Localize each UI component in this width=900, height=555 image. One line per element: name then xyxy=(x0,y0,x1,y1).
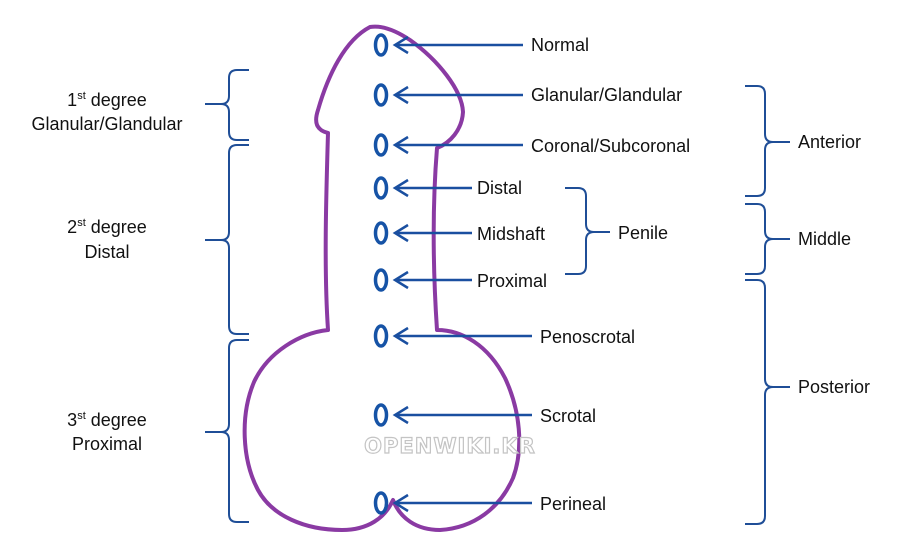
marker-penoscrotal xyxy=(373,324,389,348)
arrow-coronal xyxy=(392,135,523,155)
arrow-midshaft xyxy=(392,223,472,243)
third-degree-title: 3st degree xyxy=(67,410,147,430)
label-normal: Normal xyxy=(531,35,589,55)
watermark: OPENWIKI.KR xyxy=(364,434,536,458)
label-penile: Penile xyxy=(618,223,668,243)
label-glanular: Glanular/Glandular xyxy=(531,85,682,105)
arrows xyxy=(392,35,532,513)
first-degree-sub: Glanular/Glandular xyxy=(31,114,182,134)
marker-distal xyxy=(373,176,389,200)
label-midshaft: Midshaft xyxy=(477,224,545,244)
arrow-distal xyxy=(392,178,472,198)
label-coronal: Coronal/Subcoronal xyxy=(531,136,690,156)
location-markers xyxy=(373,33,389,515)
marker-glanular xyxy=(373,83,389,107)
severity-labels: 1st degree Glanular/Glandular 2st degree… xyxy=(31,90,182,454)
arrow-penoscrotal xyxy=(392,326,532,346)
marker-coronal xyxy=(373,133,389,157)
location-labels: Normal Glanular/Glandular Coronal/Subcor… xyxy=(477,35,690,514)
second-degree-sub: Distal xyxy=(84,242,129,262)
posterior-bracket xyxy=(745,279,774,525)
label-anterior: Anterior xyxy=(798,132,861,152)
penile-bracket xyxy=(565,187,595,275)
arrow-perineal xyxy=(392,493,532,513)
marker-proximal xyxy=(373,268,389,292)
label-middle: Middle xyxy=(798,229,851,249)
arrow-proximal xyxy=(392,270,472,290)
label-perineal: Perineal xyxy=(540,494,606,514)
label-posterior: Posterior xyxy=(798,377,870,397)
second-degree-title: 2st degree xyxy=(67,217,147,237)
marker-perineal xyxy=(373,491,389,515)
anterior-bracket xyxy=(745,85,774,197)
middle-bracket xyxy=(745,203,774,275)
marker-scrotal xyxy=(373,403,389,427)
arrow-scrotal xyxy=(392,405,532,425)
marker-midshaft xyxy=(373,221,389,245)
first-degree-bracket xyxy=(220,69,249,141)
label-proximal: Proximal xyxy=(477,271,547,291)
third-degree-sub: Proximal xyxy=(72,434,142,454)
second-degree-bracket xyxy=(220,144,249,335)
first-degree-title: 1st degree xyxy=(67,90,147,110)
anatomy-outline xyxy=(242,24,522,532)
label-penoscrotal: Penoscrotal xyxy=(540,327,635,347)
arrow-normal xyxy=(392,35,523,55)
label-distal: Distal xyxy=(477,178,522,198)
label-scrotal: Scrotal xyxy=(540,406,596,426)
arrow-glanular xyxy=(392,85,523,105)
marker-normal xyxy=(373,33,389,57)
